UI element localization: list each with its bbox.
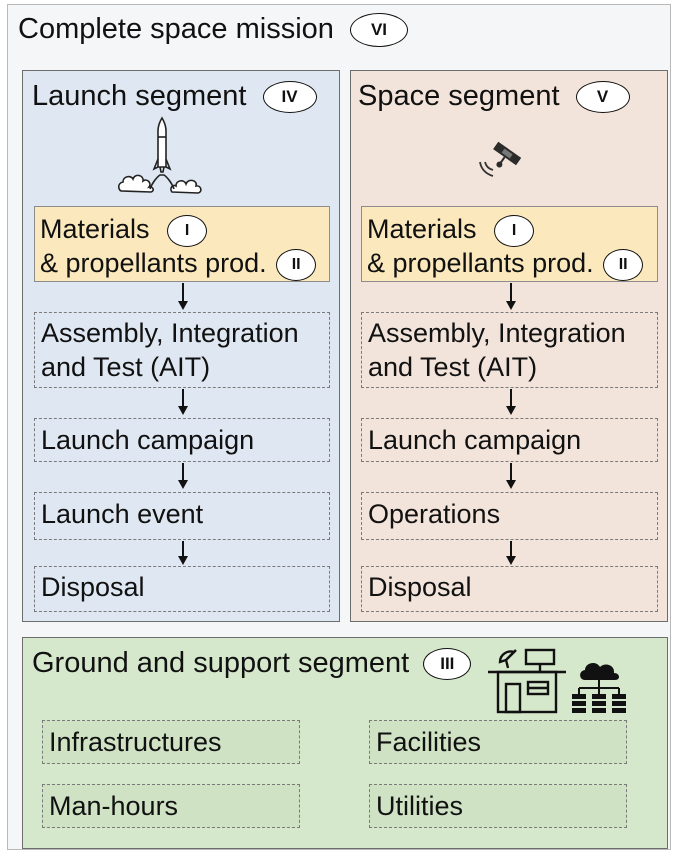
arrow-shaft — [510, 283, 512, 302]
arrow-shaft — [182, 541, 184, 557]
space-ait-line1: Assembly, Integration — [368, 318, 626, 348]
space-operations-box: Operations — [361, 492, 658, 540]
arrow-shaft — [510, 389, 512, 407]
launch-materials-line1: Materials I — [40, 212, 208, 247]
space-ait-line2: and Test (AIT) — [368, 352, 538, 382]
launch-materials-line2: & propellants prod. II — [40, 246, 317, 281]
arrow-head — [178, 301, 188, 310]
satellite-icon — [479, 141, 522, 177]
launch-event-box: Launch event — [34, 492, 330, 540]
ground-segment-title: Ground and support segment III — [32, 646, 472, 681]
badge-iv: IV — [262, 81, 317, 114]
ground-infrastructures-label: Infrastructures — [49, 727, 222, 757]
ground-manhours-box: Man-hours — [42, 784, 300, 828]
arrow-head — [178, 556, 188, 565]
badge-vi: VI — [349, 13, 408, 48]
ground-utilities-label: Utilities — [376, 791, 464, 821]
badge-i: I — [167, 214, 208, 247]
arrow-head — [506, 406, 516, 415]
space-campaign-label: Launch campaign — [368, 425, 582, 455]
ground-infrastructures-box: Infrastructures — [42, 720, 300, 764]
launch-campaign-box: Launch campaign — [34, 418, 330, 462]
space-operations-label: Operations — [368, 499, 501, 529]
ground-utilities-box: Utilities — [369, 784, 627, 828]
badge-ii: II — [276, 248, 317, 281]
ground-facilities-box: Facilities — [369, 720, 627, 764]
space-campaign-box: Launch campaign — [361, 418, 658, 462]
launch-segment-title-text: Launch segment — [32, 80, 247, 112]
launch-materials-label: Materials — [40, 214, 150, 244]
arrow-shaft — [510, 463, 512, 481]
arrow-shaft — [182, 389, 184, 407]
arrow-head — [178, 406, 188, 415]
launch-propellants-label: & propellants prod. — [40, 248, 267, 278]
space-materials-line2: & propellants prod. II — [367, 246, 644, 281]
space-segment — [350, 70, 668, 622]
badge-v: V — [575, 81, 630, 114]
arrow-shaft — [182, 463, 184, 481]
arrow-head — [506, 301, 516, 310]
cloud-server-icon — [572, 663, 626, 713]
space-ait-box: Assembly, Integration and Test (AIT) — [361, 312, 658, 388]
ground-segment-title-text: Ground and support segment — [32, 647, 410, 679]
launch-campaign-label: Launch campaign — [41, 425, 255, 455]
launch-disposal-label: Disposal — [41, 572, 145, 602]
arrow-head — [506, 556, 516, 565]
rocket-icon — [117, 116, 202, 194]
badge-i: I — [494, 214, 535, 247]
building-icon — [488, 648, 566, 714]
space-disposal-box: Disposal — [361, 566, 658, 612]
launch-segment — [22, 70, 340, 622]
mission-title: Complete space mission VI — [18, 12, 408, 48]
launch-ait-box: Assembly, Integration and Test (AIT) — [34, 312, 330, 388]
space-disposal-label: Disposal — [368, 572, 472, 602]
space-segment-title-text: Space segment — [358, 80, 560, 112]
arrow-shaft — [510, 541, 512, 557]
launch-disposal-box: Disposal — [34, 566, 330, 612]
space-materials-line1: Materials I — [367, 212, 535, 247]
badge-ii: II — [603, 248, 644, 281]
launch-ait-line1: Assembly, Integration — [41, 318, 299, 348]
space-segment-title: Space segment V — [358, 79, 630, 114]
badge-iii: III — [423, 648, 472, 681]
arrow-shaft — [182, 283, 184, 302]
space-propellants-label: & propellants prod. — [367, 248, 594, 278]
launch-event-label: Launch event — [41, 499, 204, 529]
launch-ait-line2: and Test (AIT) — [41, 352, 211, 382]
ground-facilities-label: Facilities — [376, 727, 482, 757]
ground-manhours-label: Man-hours — [49, 791, 179, 821]
arrow-head — [506, 480, 516, 489]
launch-segment-title: Launch segment IV — [32, 79, 317, 114]
arrow-head — [178, 480, 188, 489]
space-materials-label: Materials — [367, 214, 477, 244]
mission-title-text: Complete space mission — [18, 13, 334, 45]
